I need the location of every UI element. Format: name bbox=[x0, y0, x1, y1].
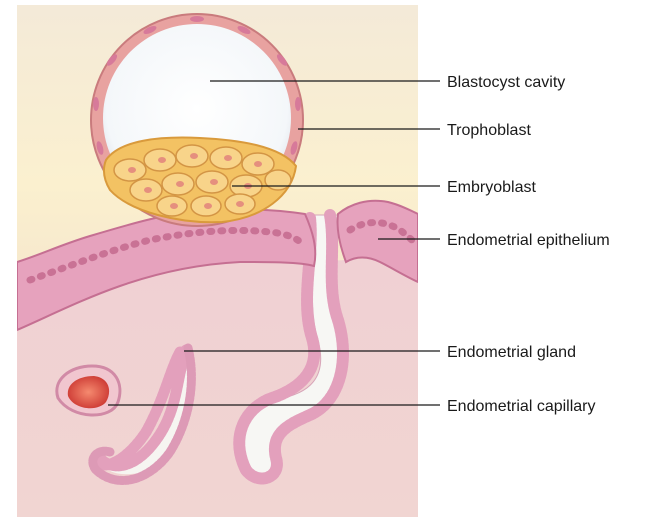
label-endometrial-capillary: Endometrial capillary bbox=[447, 398, 596, 415]
blastocyst bbox=[91, 14, 303, 226]
endometrial-capillary bbox=[57, 366, 120, 415]
label-trophoblast: Trophoblast bbox=[447, 122, 531, 139]
label-blastocyst-cavity: Blastocyst cavity bbox=[447, 74, 565, 91]
label-embryoblast: Embryoblast bbox=[447, 179, 536, 196]
label-endometrial-epithelium: Endometrial epithelium bbox=[447, 232, 610, 249]
label-endometrial-gland: Endometrial gland bbox=[447, 344, 576, 361]
